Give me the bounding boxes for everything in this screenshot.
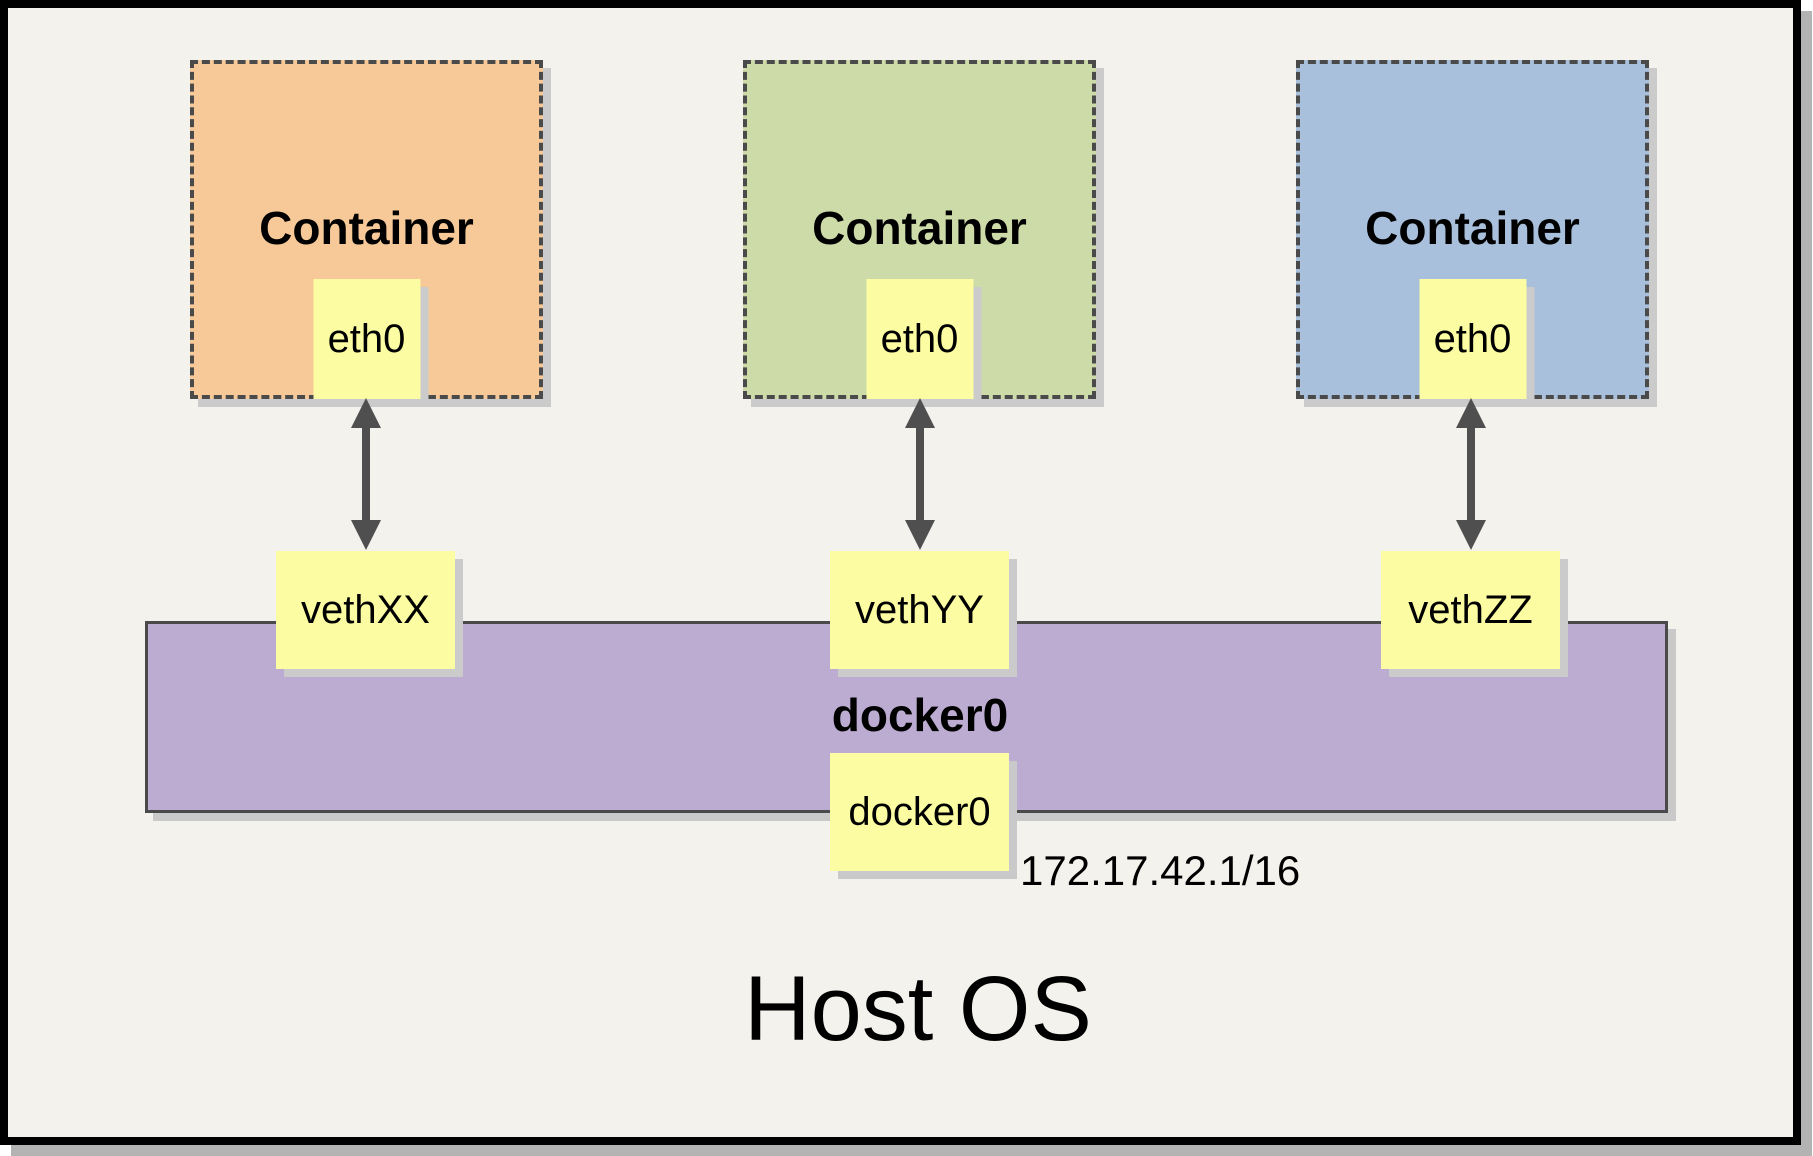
vethXX-label: vethXX (301, 588, 430, 632)
docker0-interface-label: docker0 (848, 790, 991, 834)
vethZZ-label: vethZZ (1408, 588, 1533, 632)
container-2-eth0-label: eth0 (880, 317, 959, 361)
veth-arrow-1 (351, 398, 381, 550)
container-3-eth0-label: eth0 (1433, 317, 1512, 361)
container-3-eth0-box: eth0 (1419, 279, 1526, 399)
bridge-ip-label: 172.17.42.1/16 (1020, 847, 1301, 894)
container-2-label: Container (812, 202, 1027, 254)
docker0-bridge-label: docker0 (831, 689, 1009, 741)
vethXX-box: vethXX (276, 551, 455, 669)
container-box-2: Container eth0 (743, 60, 1096, 399)
vethYY-label: vethYY (855, 588, 984, 632)
veth-arrow-2 (905, 398, 935, 550)
veth-arrow-3 (1456, 398, 1486, 550)
container-2-eth0-box: eth0 (866, 279, 973, 399)
container-box-3: Container eth0 (1296, 60, 1649, 399)
vethZZ-box: vethZZ (1381, 551, 1560, 669)
container-1-label: Container (259, 202, 474, 254)
container-3-label: Container (1365, 202, 1580, 254)
container-1-eth0-box: eth0 (313, 279, 420, 399)
vethYY-box: vethYY (830, 551, 1009, 669)
host-os-title: Host OS (744, 958, 1092, 1060)
container-box-1: Container eth0 (190, 60, 543, 399)
container-1-eth0-label: eth0 (327, 317, 406, 361)
docker0-interface-box: docker0 (830, 753, 1009, 871)
